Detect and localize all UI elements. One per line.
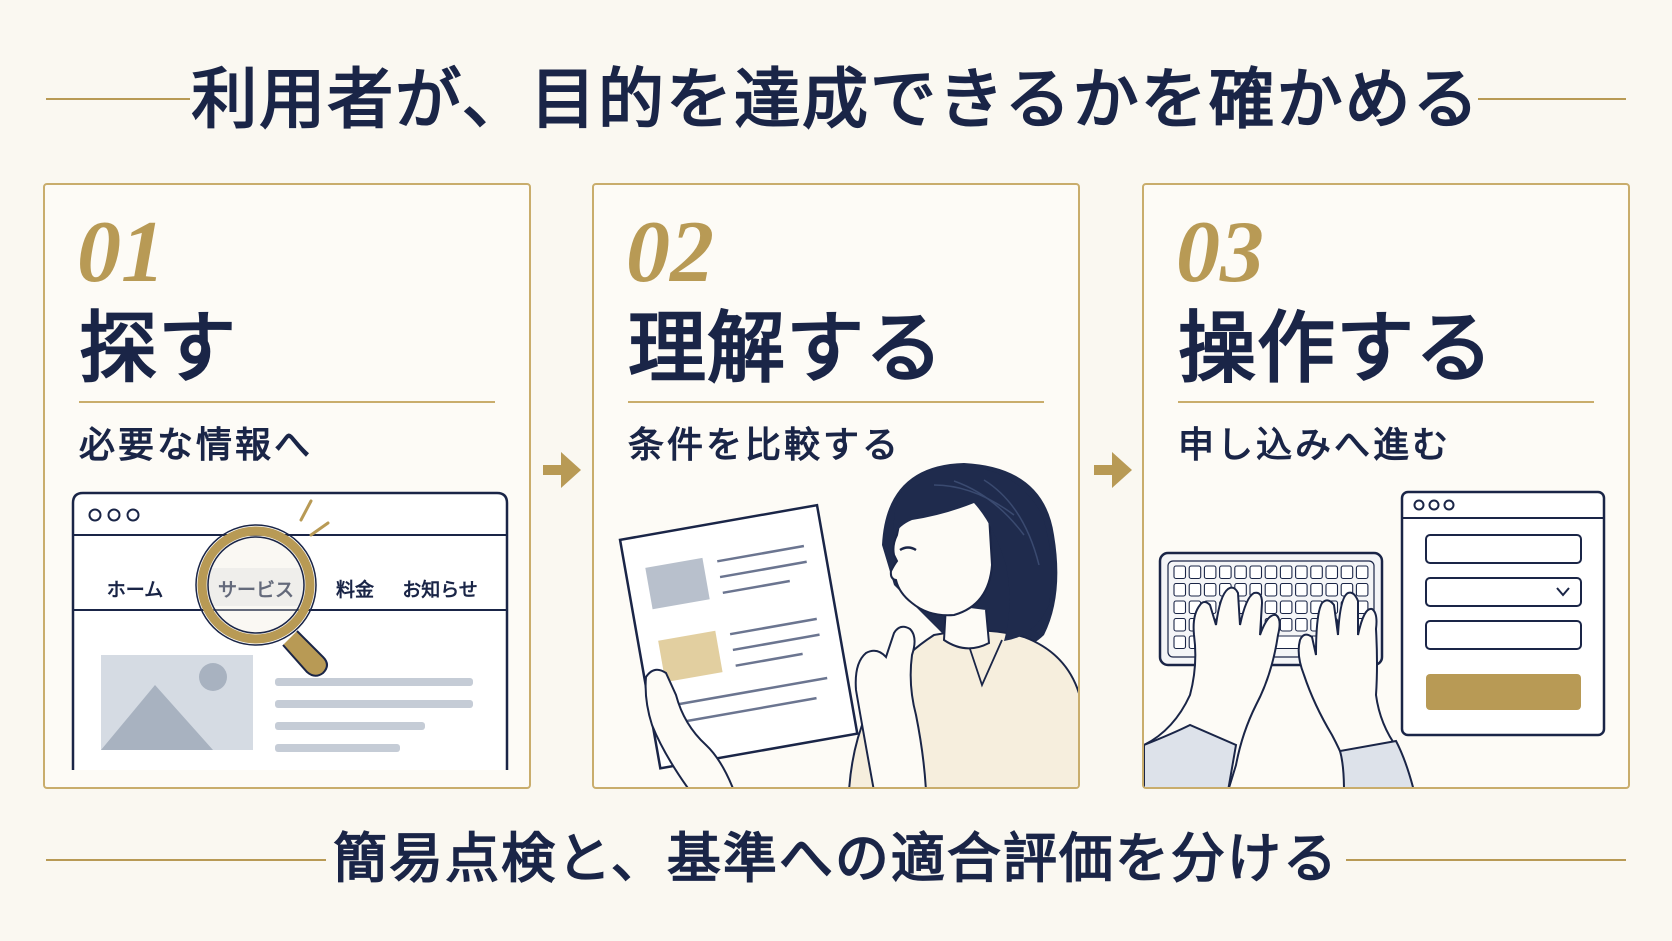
step-divider xyxy=(628,401,1044,403)
title-rule-right xyxy=(1478,98,1626,100)
step-heading: 理解する xyxy=(628,303,945,394)
footer-rule-right xyxy=(1346,859,1626,861)
step-number: 03 xyxy=(1176,204,1264,301)
step-divider xyxy=(79,401,495,403)
step-heading: 探す xyxy=(79,303,238,394)
step-heading: 操作する xyxy=(1178,303,1495,394)
step-card-3: 03 操作する 申し込みへ進む xyxy=(1142,183,1630,789)
step-card-1: 01 探す 必要な情報へ ホーム サービス 料金 お知らせ xyxy=(43,183,531,789)
arrow-right-icon xyxy=(1094,452,1132,488)
footer-title: 簡易点検と、基準への適合評価を分ける xyxy=(333,826,1339,890)
arrow-right-icon xyxy=(543,452,581,488)
magnifier-browser-icon: ホーム サービス 料金 お知らせ xyxy=(71,491,509,770)
woman-reading-document-icon xyxy=(618,463,1078,787)
nav-home: ホーム xyxy=(107,579,163,601)
footer-rule-left xyxy=(46,859,326,861)
step-divider xyxy=(1178,401,1594,403)
step-number: 02 xyxy=(626,204,714,301)
hands-typing-keyboard-form-icon xyxy=(1144,490,1606,787)
title-rule-left xyxy=(46,98,190,100)
step-number: 01 xyxy=(77,204,165,301)
step-card-2: 02 理解する 条件を比較する xyxy=(592,183,1080,789)
nav-services: サービス xyxy=(218,579,294,601)
step-subtitle: 必要な情報へ xyxy=(79,425,314,466)
page-title: 利用者が、目的を達成できるかを確かめる xyxy=(191,60,1481,138)
nav-pricing: 料金 xyxy=(336,578,375,601)
nav-news: お知らせ xyxy=(402,578,478,601)
step-subtitle: 条件を比較する xyxy=(628,425,902,466)
step-subtitle: 申し込みへ進む xyxy=(1178,425,1452,466)
